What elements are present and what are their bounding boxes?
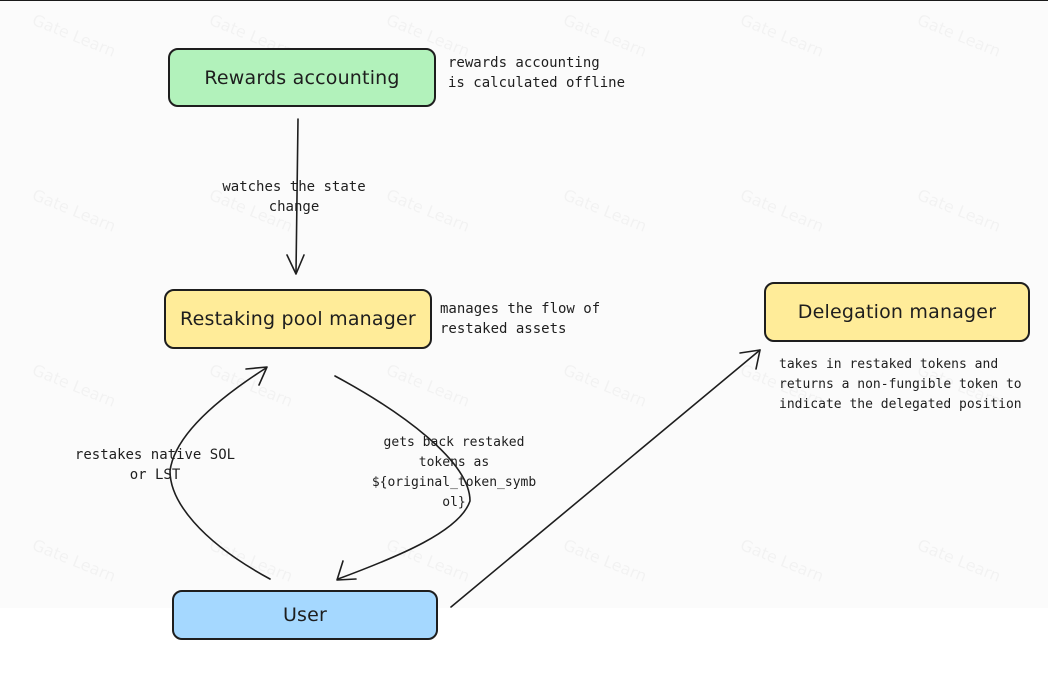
delegation-note-line: returns a non-fungible token to — [779, 377, 1022, 392]
arrow-watches-state — [295, 118, 299, 274]
restakes-label-line: restakes native SOL — [74, 447, 236, 463]
delegation-note: takes in restaked tokens and returns a n… — [779, 355, 1022, 415]
delegation-manager-node[interactable]: Delegation manager — [764, 282, 1030, 342]
restakes-edge-label: restakes native SOL or LST — [62, 445, 248, 485]
arrows-layer — [169, 118, 761, 608]
restake-note: manages the flow of restaked assets — [440, 299, 600, 339]
gets-back-edge-label: gets back restaked tokens as ${original_… — [360, 433, 548, 513]
restake-note-line: manages the flow of — [440, 301, 601, 317]
gets-back-label-line: ol} — [442, 495, 466, 510]
delegation-manager-label: Delegation manager — [797, 301, 997, 323]
rewards-note-line: rewards accounting — [448, 55, 600, 71]
restake-note-line: restaked assets — [440, 321, 567, 337]
arrowhead-user-delegation — [739, 349, 761, 370]
arrow-gets-back — [334, 375, 471, 580]
gets-back-label-line: gets back restaked — [383, 435, 525, 450]
watches-label-line: watches the state — [222, 179, 366, 195]
delegation-note-line: indicate the delegated position — [779, 397, 1022, 412]
rewards-accounting-node[interactable]: Rewards accounting — [168, 48, 436, 107]
rewards-note-line: is calculated offline — [448, 75, 626, 91]
restaking-pool-manager-node[interactable]: Restaking pool manager — [164, 289, 432, 349]
arrowhead-restakes — [245, 366, 268, 386]
gets-back-label-line: ${original_token_symb — [371, 475, 537, 490]
rewards-accounting-label: Rewards accounting — [204, 66, 400, 89]
user-node[interactable]: User — [172, 590, 438, 640]
diagram-canvas: Gate LearnGate LearnGate LearnGate Learn… — [0, 0, 1048, 640]
gets-back-label-line: tokens as — [418, 455, 490, 470]
restakes-label-line: or LST — [129, 467, 181, 483]
arrow-user-delegation — [450, 349, 761, 608]
watches-edge-label: watches the state change — [210, 177, 378, 217]
delegation-note-line: takes in restaked tokens and — [779, 357, 999, 372]
rewards-note: rewards accounting is calculated offline — [448, 53, 625, 93]
arrow-restakes — [169, 367, 271, 580]
restaking-pool-manager-label: Restaking pool manager — [180, 308, 416, 330]
arrowhead-gets-back — [336, 560, 357, 581]
user-label: User — [282, 604, 328, 626]
arrowhead-watches-state — [286, 254, 305, 275]
watches-label-line: change — [268, 199, 320, 215]
